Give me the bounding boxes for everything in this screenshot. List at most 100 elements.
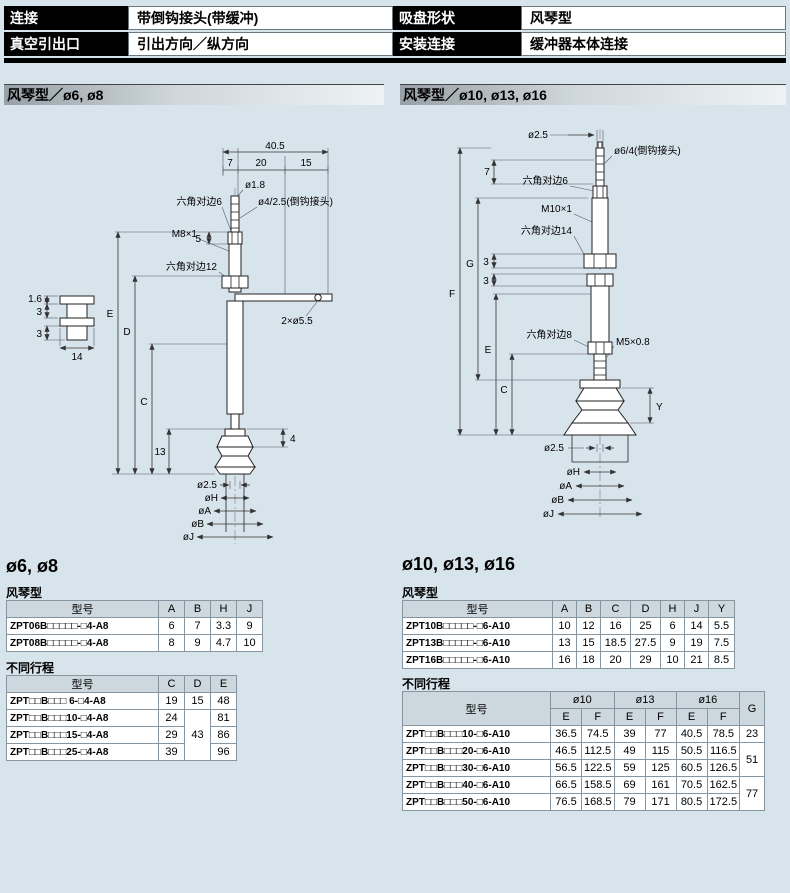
col-group-o13: ø13 bbox=[613, 691, 677, 709]
stroke-table-small: 型号 C D E ZPT□□B□□□ 6-□4-A8 19 15 48 ZPT□… bbox=[6, 675, 237, 761]
value-b: 15 bbox=[576, 634, 601, 652]
holes-label: 2×ø5.5 bbox=[281, 316, 313, 327]
value-e16: 60.5 bbox=[675, 759, 708, 777]
dim-g-label: G bbox=[466, 259, 474, 270]
col-header-b: B bbox=[184, 600, 211, 618]
model-number: ZPT16B□□□□□-□6-A10 bbox=[402, 651, 553, 669]
hex6-label: 六角对边6 bbox=[522, 174, 568, 187]
value-e10: 56.5 bbox=[550, 759, 582, 777]
det-1-6-label: 1.6 bbox=[28, 294, 42, 305]
value-e13: 79 bbox=[613, 793, 646, 811]
col-header-y: Y bbox=[708, 600, 735, 618]
value-h: 4.7 bbox=[210, 634, 237, 652]
model-number: ZPT□□B□□□15-□4-A8 bbox=[6, 726, 159, 744]
pad-assembly-outline bbox=[563, 141, 637, 463]
value-c: 29 bbox=[158, 726, 185, 744]
table-header-row: 型号 C D E bbox=[6, 675, 237, 693]
value-j: 19 bbox=[684, 634, 709, 652]
value-e: 86 bbox=[210, 726, 237, 744]
model-number: ZPT10B□□□□□-□6-A10 bbox=[402, 617, 553, 635]
barb-fitting-label: ø6/4(倒钩接头) bbox=[614, 144, 681, 157]
dia-j-label: øJ bbox=[543, 509, 554, 520]
col-header-model: 型号 bbox=[6, 600, 159, 618]
table-row: ZPT13B□□□□□-□6-A10 13 15 18.5 27.5 9 19 … bbox=[402, 634, 735, 652]
value-y: 7.5 bbox=[708, 634, 735, 652]
col-header-a: A bbox=[158, 600, 185, 618]
col-group-o16: ø16 bbox=[675, 691, 741, 709]
hex14-label: 六角对边14 bbox=[521, 224, 573, 237]
col-header-d: D bbox=[184, 675, 211, 693]
value-e13: 69 bbox=[613, 776, 646, 794]
value-e16: 40.5 bbox=[675, 725, 708, 743]
dim-c-label: C bbox=[140, 397, 147, 408]
model-number: ZPT□□B□□□10-□4-A8 bbox=[6, 709, 159, 727]
value-h: 6 bbox=[660, 617, 685, 635]
dia-2-5-label: ø2.5 bbox=[544, 443, 564, 454]
right-table2-title: 不同行程 bbox=[402, 677, 451, 691]
value-f16: 172.5 bbox=[706, 793, 741, 811]
value-h: 10 bbox=[660, 651, 685, 669]
value-a: 6 bbox=[158, 617, 185, 635]
value-f10: 168.5 bbox=[581, 793, 615, 811]
value-f16: 78.5 bbox=[706, 725, 741, 743]
col-header-f: F bbox=[706, 708, 741, 726]
model-number: ZPT□□B□□□10-□6-A10 bbox=[402, 725, 551, 743]
det-14-label: 14 bbox=[71, 352, 83, 363]
value-c: 24 bbox=[158, 709, 185, 727]
value-d-merged: 43 bbox=[184, 709, 211, 761]
spec-label-connection: 连接 bbox=[4, 6, 128, 30]
value-f10: 122.5 bbox=[581, 759, 615, 777]
value-e16: 70.5 bbox=[675, 776, 708, 794]
table-subheader-row: E F E F E F bbox=[403, 708, 765, 726]
value-c: 20 bbox=[600, 651, 631, 669]
dia-h-label: øH bbox=[205, 493, 218, 504]
dim-seg20-label: 20 bbox=[255, 158, 267, 169]
value-g: 23 bbox=[739, 725, 766, 743]
value-c: 19 bbox=[158, 692, 185, 710]
value-a: 10 bbox=[552, 617, 577, 635]
value-c: 16 bbox=[600, 617, 631, 635]
model-number: ZPT08B□□□□□-□4-A8 bbox=[6, 634, 159, 652]
table-row: ZPT□□B□□□50-□6-A10 76.5 168.5 79 171 80.… bbox=[402, 793, 765, 811]
dim-c-label: C bbox=[500, 385, 507, 396]
col-header-model: 型号 bbox=[402, 600, 553, 618]
value-b: 7 bbox=[184, 617, 211, 635]
section-title-large: 风琴型／ø10, ø13, ø16 bbox=[400, 84, 786, 105]
col-header-e: E bbox=[550, 708, 582, 726]
table-row: ZPT□□B□□□10-□4-A8 24 43 81 bbox=[6, 709, 237, 761]
value-e10: 76.5 bbox=[550, 793, 582, 811]
value-e: 96 bbox=[210, 743, 237, 761]
col-header-f: F bbox=[644, 708, 677, 726]
section-title-small: 风琴型／ø6, ø8 bbox=[4, 84, 384, 105]
left-table1-title: 风琴型 bbox=[6, 586, 43, 600]
dim-e-label: E bbox=[485, 345, 492, 356]
spec-row-2: 真空引出口 引出方向／纵方向 安装连接 缓冲器本体连接 bbox=[4, 32, 786, 56]
value-g-merged: 77 bbox=[739, 776, 766, 811]
dim-f-label: F bbox=[449, 289, 455, 300]
spec-value-connection: 带倒钩接头(带缓冲) bbox=[128, 6, 393, 30]
header-divider bbox=[4, 58, 786, 63]
value-d: 25 bbox=[630, 617, 661, 635]
value-d: 27.5 bbox=[630, 634, 661, 652]
value-e13: 59 bbox=[613, 759, 646, 777]
value-e16: 80.5 bbox=[675, 793, 708, 811]
col-group-o10: ø10 bbox=[550, 691, 615, 709]
dia-2-5-top-label: ø2.5 bbox=[528, 130, 548, 141]
dimension-table-small: 型号 A B H J ZPT06B□□□□□-□4-A8 6 7 3.3 9 Z… bbox=[6, 600, 263, 652]
dia-2-5-label: ø2.5 bbox=[197, 480, 217, 491]
thread-m5-label: M5×0.8 bbox=[616, 337, 650, 348]
barb-fitting-label: ø4/2.5(倒钩接头) bbox=[258, 195, 333, 208]
dia-1-8-label: ø1.8 bbox=[245, 180, 265, 191]
col-header-model: 型号 bbox=[6, 675, 159, 693]
col-header-e: E bbox=[675, 708, 708, 726]
model-number: ZPT□□B□□□50-□6-A10 bbox=[402, 793, 551, 811]
dim-13-label: 13 bbox=[154, 447, 166, 458]
model-number: ZPT□□B□□□ 6-□4-A8 bbox=[6, 692, 159, 710]
model-number: ZPT□□B□□□30-□6-A10 bbox=[402, 759, 551, 777]
model-number: ZPT13B□□□□□-□6-A10 bbox=[402, 634, 553, 652]
col-header-f: F bbox=[581, 708, 615, 726]
col-header-h: H bbox=[660, 600, 685, 618]
value-f13: 171 bbox=[644, 793, 677, 811]
dimension-table-large: 型号 A B C D H J Y ZPT10B□□□□□-□6-A10 10 1… bbox=[402, 600, 735, 669]
col-header-a: A bbox=[552, 600, 577, 618]
